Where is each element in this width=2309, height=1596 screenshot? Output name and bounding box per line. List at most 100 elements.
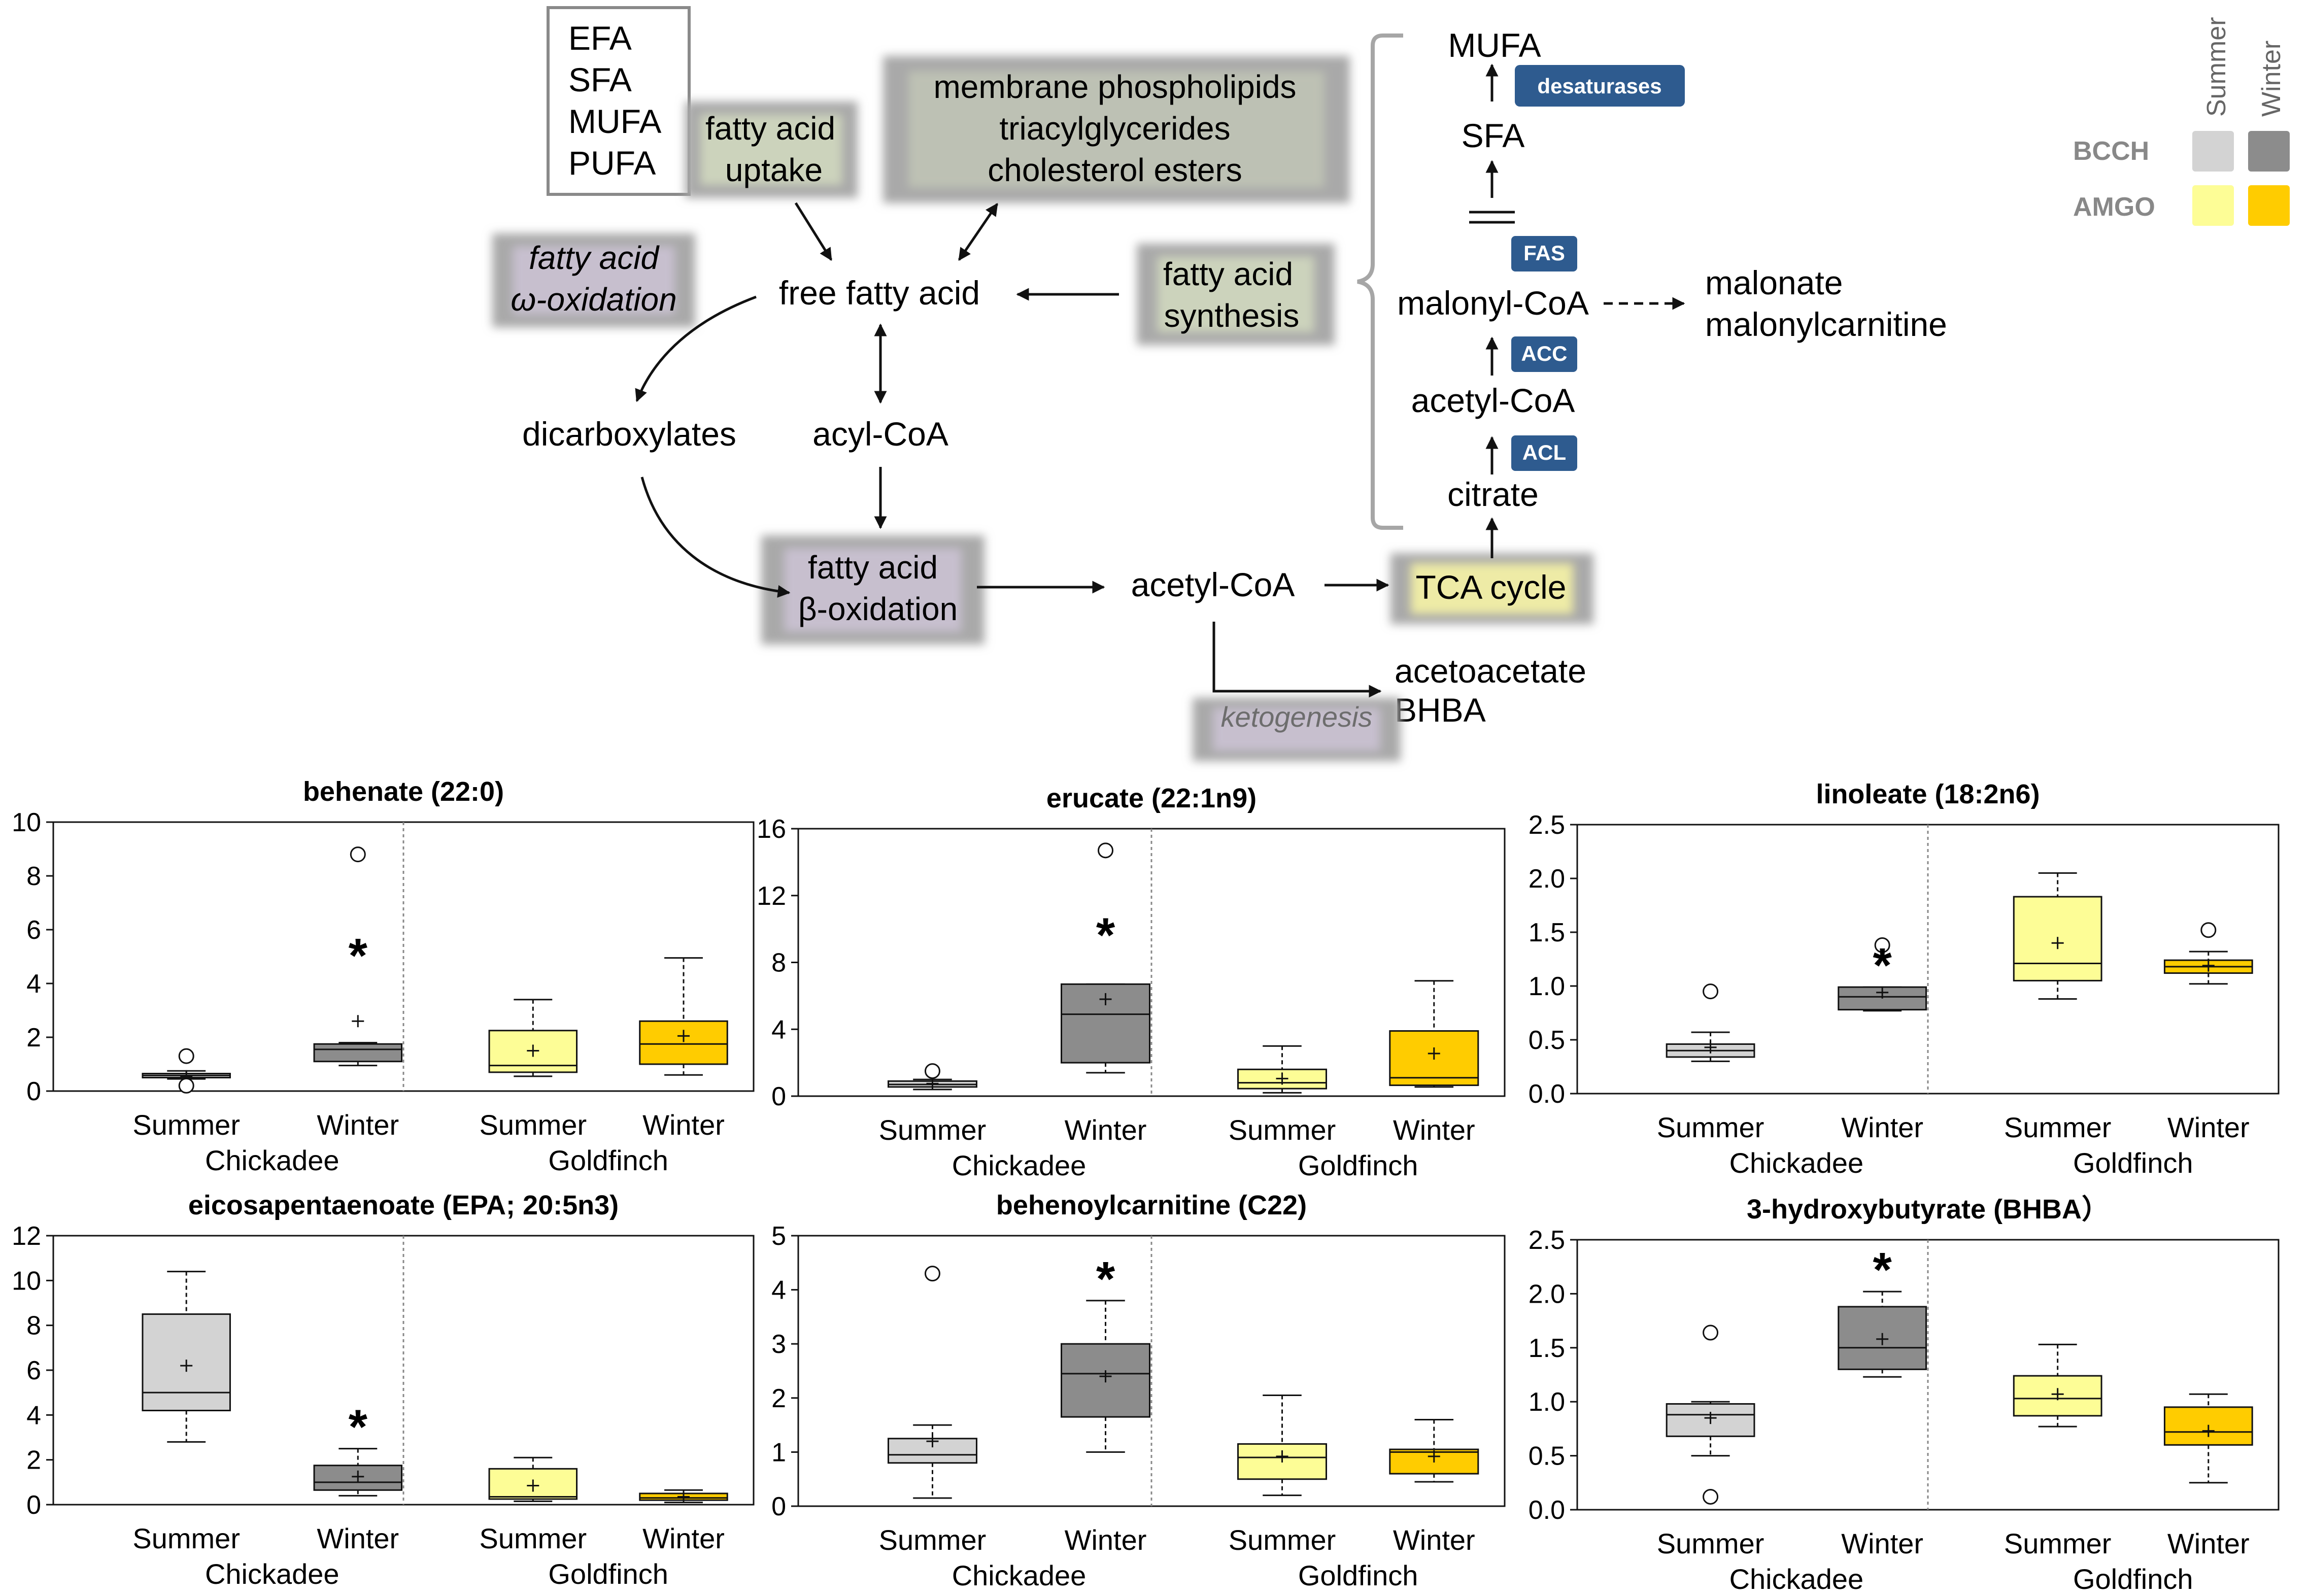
enzyme-desaturases-badge: desaturases	[1515, 65, 1685, 107]
x-tick-label: Summer	[2004, 1111, 2112, 1143]
node-acetyl-coa-main: acetyl-CoA	[1131, 566, 1295, 603]
outlier-point	[1874, 937, 1890, 953]
x-tick-label: Winter	[1393, 1114, 1475, 1146]
class-box-frame	[547, 6, 691, 196]
x-tick-label: Winter	[1065, 1114, 1147, 1146]
node-mufa: MUFA	[1448, 26, 1541, 64]
class-mufa: MUFA	[568, 103, 661, 140]
x-tick-label: Summer	[2004, 1527, 2112, 1559]
y-tick-label: 4	[26, 969, 41, 999]
node-acetyl-coa-synthesis: acetyl-CoA	[1411, 382, 1575, 419]
badge-label: FAS	[1523, 241, 1565, 265]
significance-asterisk: *	[349, 929, 368, 983]
node-tint	[1213, 708, 1380, 751]
box-4	[639, 957, 728, 1076]
x-tick-label: Winter	[2167, 1111, 2250, 1143]
y-tick-label: 6	[26, 1356, 41, 1385]
badge-label: desaturases	[1537, 74, 1661, 98]
x-tick-label: Winter	[317, 1522, 399, 1554]
box-1	[1666, 983, 1755, 1062]
class-pufa: PUFA	[568, 144, 656, 182]
box-1	[142, 1048, 231, 1094]
chart-title: eicosapentaenoate (EPA; 20:5n3)	[188, 1190, 619, 1220]
legend-header-winter: Winter	[2257, 41, 2286, 117]
y-tick-label: 2	[26, 1446, 41, 1475]
box-2: *	[1061, 1252, 1151, 1453]
arrow-ffa-membrane	[958, 202, 999, 261]
enzyme-acc-badge: ACC	[1511, 336, 1577, 372]
legend-swatch-bcch-summer	[2192, 131, 2234, 172]
box-3	[488, 1456, 578, 1502]
enzyme-fas-badge: FAS	[1511, 236, 1577, 271]
badge-bg	[1515, 65, 1685, 107]
node-tca-cycle: TCA cycle	[1390, 553, 1593, 624]
y-tick-label: 16	[757, 814, 786, 844]
node-bhba: BHBA	[1395, 691, 1486, 729]
group-label: Chickadee	[1729, 1563, 1864, 1593]
species-season-legend: Summer Winter BCCH AMGO	[2073, 17, 2290, 226]
box-2: *	[1838, 1243, 1927, 1378]
fatty-acid-class-box: EFA SFA MUFA PUFA	[547, 6, 691, 196]
group-label: Chickadee	[952, 1149, 1086, 1181]
box-4	[639, 1489, 728, 1504]
ketogenesis-label: ketogenesis	[1221, 701, 1373, 733]
beta-line-1: fatty acid	[808, 549, 938, 586]
box-3	[488, 999, 578, 1077]
y-tick-label: 6	[26, 915, 41, 945]
x-tick-label: Summer	[879, 1114, 987, 1146]
node-fatty-acid-synthesis: fatty acid synthesis	[1137, 244, 1335, 345]
box-1	[887, 1063, 977, 1091]
synthesis-bracket	[1357, 33, 1403, 530]
box-3	[2013, 872, 2102, 1000]
node-malonate: malonate	[1705, 264, 1843, 301]
box-iqr	[639, 1020, 728, 1065]
x-tick-label: Summer	[132, 1522, 240, 1554]
chart-title: behenoylcarnitine (C22)	[996, 1190, 1307, 1220]
box-1	[887, 1266, 977, 1499]
x-tick-label: Summer	[1657, 1527, 1764, 1559]
box-4	[1389, 980, 1479, 1088]
x-tick-label: Summer	[1229, 1524, 1336, 1556]
box-2: *	[313, 846, 403, 1067]
outlier-point	[178, 1048, 194, 1064]
group-label: Goldfinch	[1298, 1559, 1418, 1591]
box-3	[2013, 1343, 2102, 1428]
group-label: Goldfinch	[2073, 1563, 2193, 1593]
node-beta-oxidation: fatty acid β-oxidation	[761, 535, 984, 644]
y-tick-label: 3	[771, 1330, 786, 1359]
badge-bg	[1511, 435, 1577, 471]
pathway-arrows	[635, 63, 1685, 698]
group-label: Chickadee	[205, 1144, 339, 1176]
chart-title: 3-hydroxybutyrate (BHBA）	[1747, 1194, 2109, 1225]
uptake-line-2: uptake	[725, 152, 823, 188]
y-tick-label: 10	[12, 808, 41, 837]
class-sfa: SFA	[568, 61, 632, 98]
arrow-dicarboxylates-to-beta	[640, 477, 791, 598]
y-tick-label: 4	[26, 1401, 41, 1430]
box-2: *	[1838, 937, 1927, 1012]
legend-species-amgo: AMGO	[2073, 192, 2155, 222]
omega-line-1: fatty acid	[529, 240, 660, 276]
node-tint	[513, 246, 675, 315]
x-tick-label: Winter	[1841, 1527, 1923, 1559]
box-plot-panel-6: 3-hydroxybutyrate (BHBA）0.00.51.01.52.02…	[1529, 1194, 2280, 1595]
significance-asterisk: *	[1096, 908, 1115, 963]
y-tick-label: 1	[771, 1438, 786, 1467]
chart-title: behenate (22:0)	[303, 776, 504, 807]
group-label: Chickadee	[952, 1559, 1086, 1591]
node-acyl-coa: acyl-CoA	[812, 415, 948, 453]
badge-label: ACL	[1522, 440, 1566, 464]
node-ketogenesis: ketogenesis	[1193, 698, 1401, 761]
chart-title: linoleate (18:2n6)	[1816, 779, 2040, 809]
uptake-line-1: fatty acid	[705, 110, 835, 147]
y-tick-label: 0	[26, 1490, 41, 1520]
y-tick-label: 1.0	[1529, 972, 1565, 1001]
x-tick-label: Winter	[1393, 1524, 1475, 1556]
y-tick-label: 8	[26, 1311, 41, 1341]
y-tick-label: 2.5	[1529, 1226, 1565, 1255]
outlier-point	[1703, 1488, 1719, 1505]
